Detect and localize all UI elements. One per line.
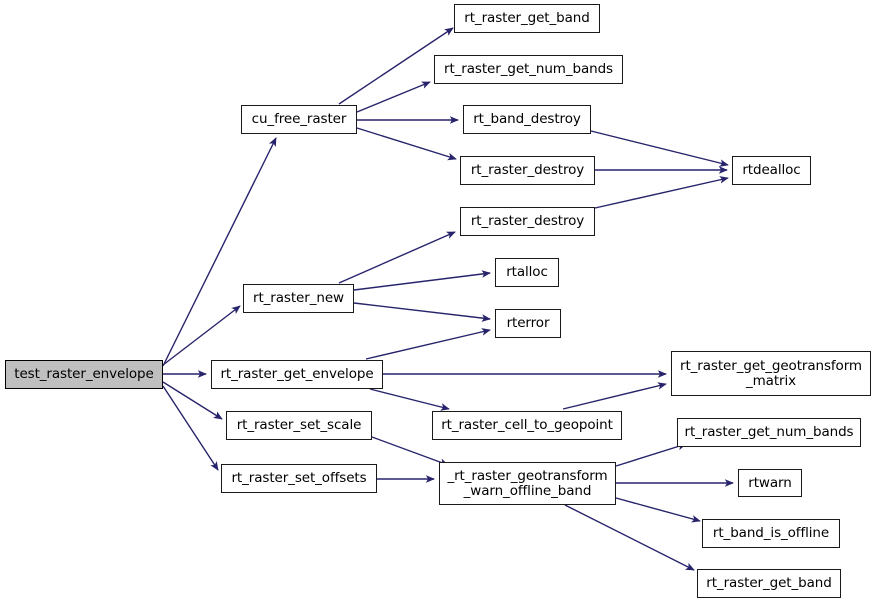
edge-n1-to-n5 bbox=[356, 127, 457, 161]
graph-node-rt_raster_set_scale[interactable]: rt_raster_set_scale bbox=[226, 411, 372, 440]
graph-node-rt_band_destroy[interactable]: rt_band_destroy bbox=[463, 105, 591, 134]
edge-n0-to-n13 bbox=[162, 381, 223, 420]
graph-node-_rt_raster_geotransform-_warn_offline_band[interactable]: _rt_raster_geotransform _warn_offline_ba… bbox=[439, 462, 616, 505]
graph-node-test_raster_envelope[interactable]: test_raster_envelope bbox=[5, 360, 163, 389]
edge-n0-to-n8 bbox=[162, 305, 241, 366]
edge-n1-to-n2 bbox=[338, 27, 454, 105]
graph-node-rt_raster_get_num_bands[interactable]: rt_raster_get_num_bands bbox=[677, 418, 861, 447]
edge-n8-to-n10 bbox=[353, 302, 491, 322]
edge-n4-to-n6 bbox=[590, 130, 729, 167]
edge-n16-to-n17 bbox=[615, 442, 687, 467]
graph-node-rtwarn[interactable]: rtwarn bbox=[738, 469, 802, 497]
edge-n0-to-n15 bbox=[162, 385, 219, 471]
graph-node-rt_raster_destroy[interactable]: rt_raster_destroy bbox=[460, 207, 595, 236]
edge-n7-to-n6 bbox=[594, 176, 729, 209]
graph-node-cu_free_raster[interactable]: cu_free_raster bbox=[241, 105, 357, 134]
graph-node-rt_raster_get_band[interactable]: rt_raster_get_band bbox=[454, 4, 600, 33]
edge-n0-to-n1 bbox=[162, 137, 277, 367]
edge-n1-to-n3 bbox=[356, 81, 431, 113]
edge-n11-to-n14 bbox=[369, 388, 450, 411]
edge-n11-to-n10 bbox=[365, 328, 491, 360]
edges bbox=[162, 27, 734, 571]
graph-node-rt_raster_get_geotransform-_matrix[interactable]: rt_raster_get_geotransform _matrix bbox=[671, 351, 871, 396]
edge-n16-to-n19 bbox=[615, 497, 701, 523]
graph-node-rt_raster_get_band[interactable]: rt_raster_get_band bbox=[697, 569, 841, 598]
graph-node-rt_raster_set_offsets[interactable]: rt_raster_set_offsets bbox=[221, 464, 377, 493]
graph-node-rtdealloc[interactable]: rtdealloc bbox=[732, 156, 811, 185]
edge-n16-to-n20 bbox=[564, 504, 695, 571]
graph-node-rt_raster_get_num_bands[interactable]: rt_raster_get_num_bands bbox=[434, 55, 623, 84]
edge-n13-to-n16 bbox=[371, 436, 449, 466]
edge-n8-to-n9 bbox=[353, 270, 491, 291]
graph-node-rt_raster_cell_to_geopoint[interactable]: rt_raster_cell_to_geopoint bbox=[432, 411, 622, 440]
graph-node-rtalloc[interactable]: rtalloc bbox=[495, 258, 559, 287]
graph-node-rt_band_is_offline[interactable]: rt_band_is_offline bbox=[702, 519, 840, 548]
graph-node-rt_raster_new[interactable]: rt_raster_new bbox=[243, 284, 354, 313]
graph-node-rt_raster_destroy[interactable]: rt_raster_destroy bbox=[460, 156, 595, 185]
graph-node-rt_raster_get_envelope[interactable]: rt_raster_get_envelope bbox=[211, 360, 383, 389]
edge-n14-to-n12 bbox=[562, 382, 667, 410]
graph-node-rterror[interactable]: rterror bbox=[495, 309, 561, 338]
edge-n8-to-n7 bbox=[338, 231, 456, 284]
